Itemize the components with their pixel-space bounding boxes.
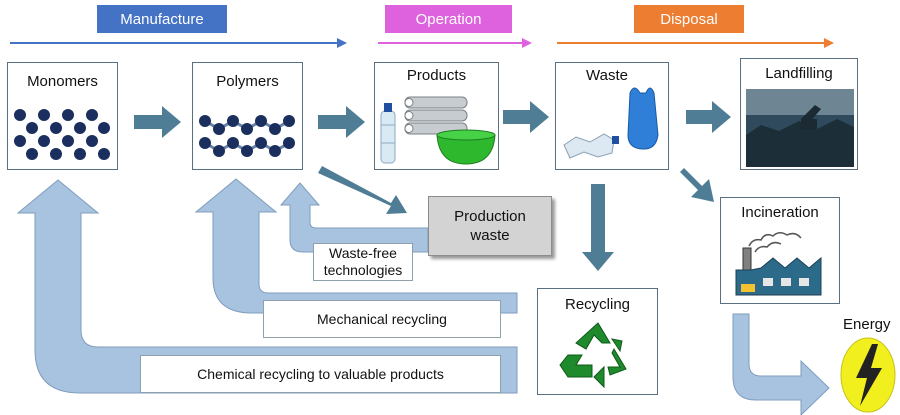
landfilling-box: Landfilling <box>740 58 858 170</box>
products-illustration <box>380 96 496 165</box>
bowl-icon <box>436 129 496 165</box>
waste-illustration <box>563 87 659 159</box>
incineration-box: Incineration <box>720 197 840 304</box>
waste-label: Waste <box>586 67 628 84</box>
polymers-box: Polymers <box>192 62 303 170</box>
mechanical-recycling-label: Mechanical recycling <box>263 300 501 338</box>
monomers-box: Monomers <box>7 62 118 170</box>
mechanical-recycling-arrow <box>194 178 518 314</box>
phase-manufacture: Manufacture <box>97 5 227 33</box>
landfilling-label: Landfilling <box>765 65 833 82</box>
recycling-box: Recycling <box>537 288 658 395</box>
monomers-to-polymers-arrow <box>134 106 181 138</box>
waste-free-label: Waste-free technologies <box>313 243 413 281</box>
polymer-chain-icon <box>199 115 295 157</box>
monomer-dots-icon <box>14 109 110 160</box>
waste-to-landfilling-arrow <box>686 101 731 133</box>
lightning-icon <box>840 337 896 413</box>
monomers-label: Monomers <box>27 73 98 90</box>
recycling-label: Recycling <box>564 296 631 313</box>
energy-arrow <box>732 313 830 415</box>
waste-box: Waste <box>555 62 669 170</box>
factory-icon <box>735 232 822 296</box>
plastic-bag-icon <box>627 87 659 150</box>
phase-disposal: Disposal <box>634 5 744 33</box>
recycle-icon <box>559 322 627 389</box>
energy-label: Energy <box>843 316 891 333</box>
incineration-label: Incineration <box>741 204 819 221</box>
crushed-bottle-icon <box>563 133 619 159</box>
waste-free-arrow <box>279 182 429 253</box>
chemical-recycling-label: Chemical recycling to valuable products <box>140 355 501 393</box>
waste-to-incineration-arrow <box>680 168 714 202</box>
polymers-label: Polymers <box>216 73 279 90</box>
phase-operation: Operation <box>385 5 512 33</box>
polymers-to-products-arrow <box>318 106 365 138</box>
waste-to-recycling-arrow <box>582 184 614 271</box>
products-to-waste-arrow <box>503 101 549 133</box>
products-box: Products <box>374 62 499 170</box>
polymers-to-production-waste-arrow <box>318 166 407 214</box>
products-label: Products <box>406 67 467 84</box>
bottle-icon <box>380 103 396 164</box>
landfill-icon <box>746 89 854 167</box>
production-waste-box: Production waste <box>428 196 552 256</box>
